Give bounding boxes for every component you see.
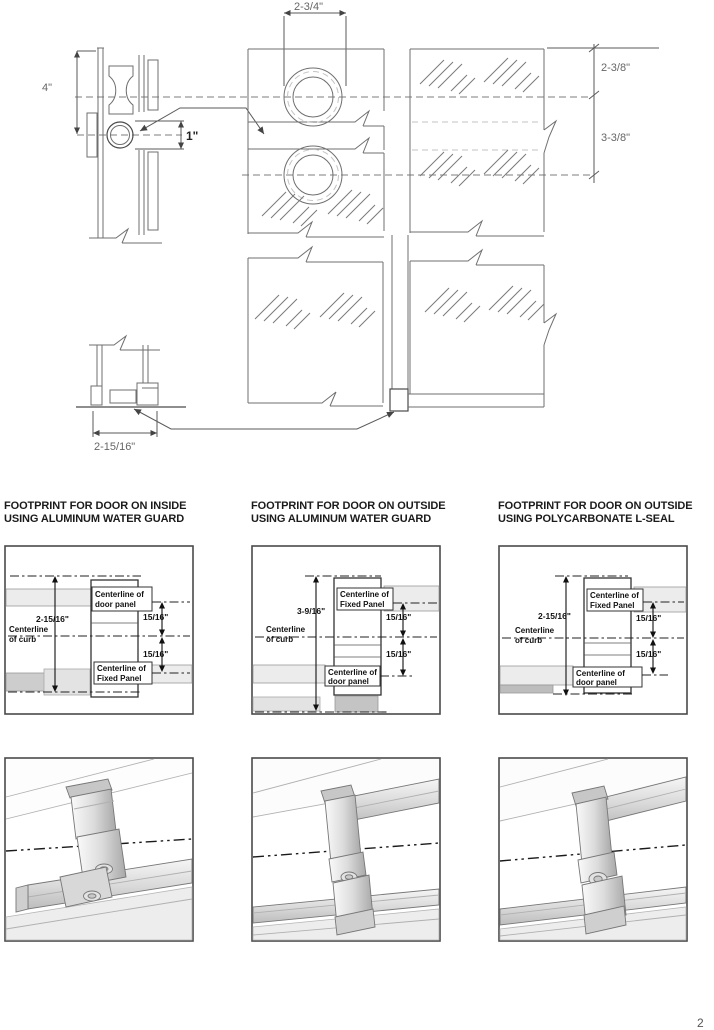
track-and-panel-drawing: 4" 1" 2-3/4" bbox=[42, 1, 659, 453]
door-panel-band bbox=[5, 588, 92, 607]
dim-roller-size: 1" bbox=[135, 120, 198, 150]
label-top-line1: Centerline of bbox=[590, 591, 639, 600]
section-title-line1: FOOTPRINT FOR DOOR ON INSIDE bbox=[4, 500, 187, 512]
dim-roller-spacing: 2-3/4" bbox=[283, 1, 347, 86]
label-top-line1: Centerline of bbox=[95, 590, 144, 599]
footprint-diagram-inside-water-guard: Centerline of door panel Centerline of F… bbox=[4, 545, 194, 715]
render-outside-water-guard bbox=[251, 757, 441, 942]
dim-roller-spacing-label: 2-3/4" bbox=[294, 1, 323, 13]
section-title-line1: FOOTPRINT FOR DOOR ON OUTSIDE bbox=[251, 500, 446, 512]
label-bottom-line1: Centerline of bbox=[97, 664, 146, 673]
sill-section-view bbox=[76, 334, 186, 408]
dim-upper-label: 15/16" bbox=[143, 612, 168, 622]
dim-lower-label: 15/16" bbox=[143, 649, 168, 659]
label-curb-line1: Centerline bbox=[515, 626, 555, 635]
dim-track-height: 4" bbox=[42, 50, 96, 134]
dim-lower-label: 15/16" bbox=[636, 649, 661, 659]
section-title-line2: USING ALUMINUM WATER GUARD bbox=[4, 513, 185, 525]
dim-track-height-label: 4" bbox=[42, 82, 52, 94]
section-title-line2: USING ALUMINUM WATER GUARD bbox=[251, 513, 432, 525]
label-curb-line2: of curb bbox=[515, 636, 542, 645]
label-bottom-line2: door panel bbox=[576, 678, 617, 687]
label-curb-line1: Centerline bbox=[266, 625, 306, 634]
jamb-and-guard bbox=[389, 235, 409, 412]
render-outside-l-seal bbox=[498, 757, 688, 942]
l-seal-post bbox=[571, 785, 627, 935]
water-guard-block bbox=[389, 388, 409, 412]
label-top-line2: Fixed Panel bbox=[590, 601, 634, 610]
dim-top-offset-label: 2-3/8" bbox=[601, 62, 630, 74]
track-section-view bbox=[86, 47, 162, 244]
roller-leader bbox=[139, 107, 265, 135]
dim-sill-width: 2-15/16" bbox=[92, 411, 158, 453]
section-title-outside-l-seal: FOOTPRINT FOR DOOR ON OUTSIDE USING POLY… bbox=[498, 500, 693, 526]
fixed-panel-elevation bbox=[408, 48, 558, 408]
footprint-diagram-outside-water-guard: Centerline of Fixed Panel Centerline of … bbox=[251, 545, 441, 715]
door-panel-band bbox=[499, 665, 574, 686]
dim-upper-label: 15/16" bbox=[636, 613, 661, 623]
door-panel-band bbox=[252, 664, 326, 684]
label-curb-line2: of curb bbox=[266, 635, 293, 644]
dim-upper-label: 15/16" bbox=[386, 612, 411, 622]
label-bottom-line2: Fixed Panel bbox=[97, 674, 141, 683]
section-title-inside-water-guard: FOOTPRINT FOR DOOR ON INSIDE USING ALUMI… bbox=[4, 500, 186, 526]
dim-main-label: 3-9/16" bbox=[297, 606, 325, 616]
door-panel-elevation bbox=[247, 48, 385, 407]
water-guard-post bbox=[320, 784, 376, 936]
dim-sill-width-label: 2-15/16" bbox=[94, 441, 135, 453]
page-number: 2 bbox=[697, 1016, 704, 1030]
dim-roller-size-label: 1" bbox=[186, 129, 198, 143]
label-curb-line2: of curb bbox=[9, 635, 36, 644]
render-inside-water-guard bbox=[4, 757, 194, 942]
label-bottom-line1: Centerline of bbox=[576, 669, 625, 678]
label-bottom-line2: door panel bbox=[328, 677, 369, 686]
sill-plane bbox=[5, 886, 193, 941]
footprint-diagram-outside-l-seal: Centerline of Fixed Panel Centerline of … bbox=[498, 545, 688, 715]
water-guard-bracket bbox=[59, 778, 127, 908]
label-bottom-line1: Centerline of bbox=[328, 668, 377, 677]
sill-leader bbox=[133, 408, 395, 430]
dim-centerline-spacing-label: 3-3/8" bbox=[601, 132, 630, 144]
section-title-outside-water-guard: FOOTPRINT FOR DOOR ON OUTSIDE USING ALUM… bbox=[251, 500, 446, 526]
label-top-line2: door panel bbox=[95, 600, 136, 609]
section-title-line2: USING POLYCARBONATE L-SEAL bbox=[498, 513, 675, 525]
label-curb-line1: Centerline bbox=[9, 625, 49, 634]
dim-main-label: 2-15/16" bbox=[36, 614, 69, 624]
dim-main-label: 2-15/16" bbox=[538, 611, 571, 621]
label-top-line2: Fixed Panel bbox=[340, 600, 384, 609]
dim-right-stack: 2-3/8" 3-3/8" bbox=[547, 43, 659, 183]
section-title-line1: FOOTPRINT FOR DOOR ON OUTSIDE bbox=[498, 500, 693, 512]
dim-lower-label: 15/16" bbox=[386, 649, 411, 659]
label-top-line1: Centerline of bbox=[340, 590, 389, 599]
